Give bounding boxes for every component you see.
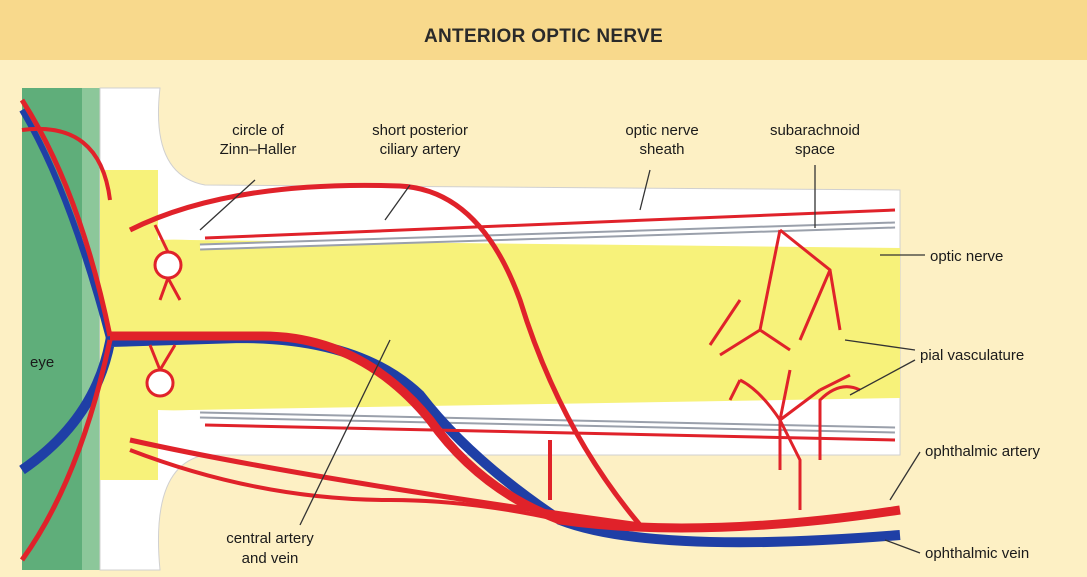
label-ophthalmic-vein: ophthalmic vein bbox=[925, 545, 1029, 562]
label-pial-vasculature: pial vasculature bbox=[920, 347, 1024, 364]
label-short-posterior-ciliary-artery-2: ciliary artery bbox=[380, 141, 461, 158]
circle-of-zinn-haller-bottom bbox=[147, 370, 173, 396]
label-central-artery-and-vein-1: central artery bbox=[226, 530, 314, 547]
label-central-artery-and-vein-2: and vein bbox=[242, 550, 299, 567]
eye-wall bbox=[22, 88, 82, 570]
label-short-posterior-ciliary-artery-1: short posterior bbox=[372, 122, 468, 139]
label-subarachnoid-space-2: space bbox=[795, 141, 835, 158]
label-ophthalmic-artery: ophthalmic artery bbox=[925, 443, 1041, 460]
label-circle-of-zinn-haller-1: circle of bbox=[232, 122, 285, 139]
label-eye: eye bbox=[30, 354, 54, 371]
optic-nerve-body bbox=[100, 240, 900, 411]
label-optic-nerve-sheath-2: sheath bbox=[639, 141, 684, 158]
circle-of-zinn-haller-top bbox=[155, 252, 181, 278]
label-optic-nerve: optic nerve bbox=[930, 248, 1003, 265]
label-optic-nerve-sheath-1: optic nerve bbox=[625, 122, 698, 139]
label-circle-of-zinn-haller-2: Zinn–Haller bbox=[220, 141, 297, 158]
label-subarachnoid-space-1: subarachnoid bbox=[770, 122, 860, 139]
